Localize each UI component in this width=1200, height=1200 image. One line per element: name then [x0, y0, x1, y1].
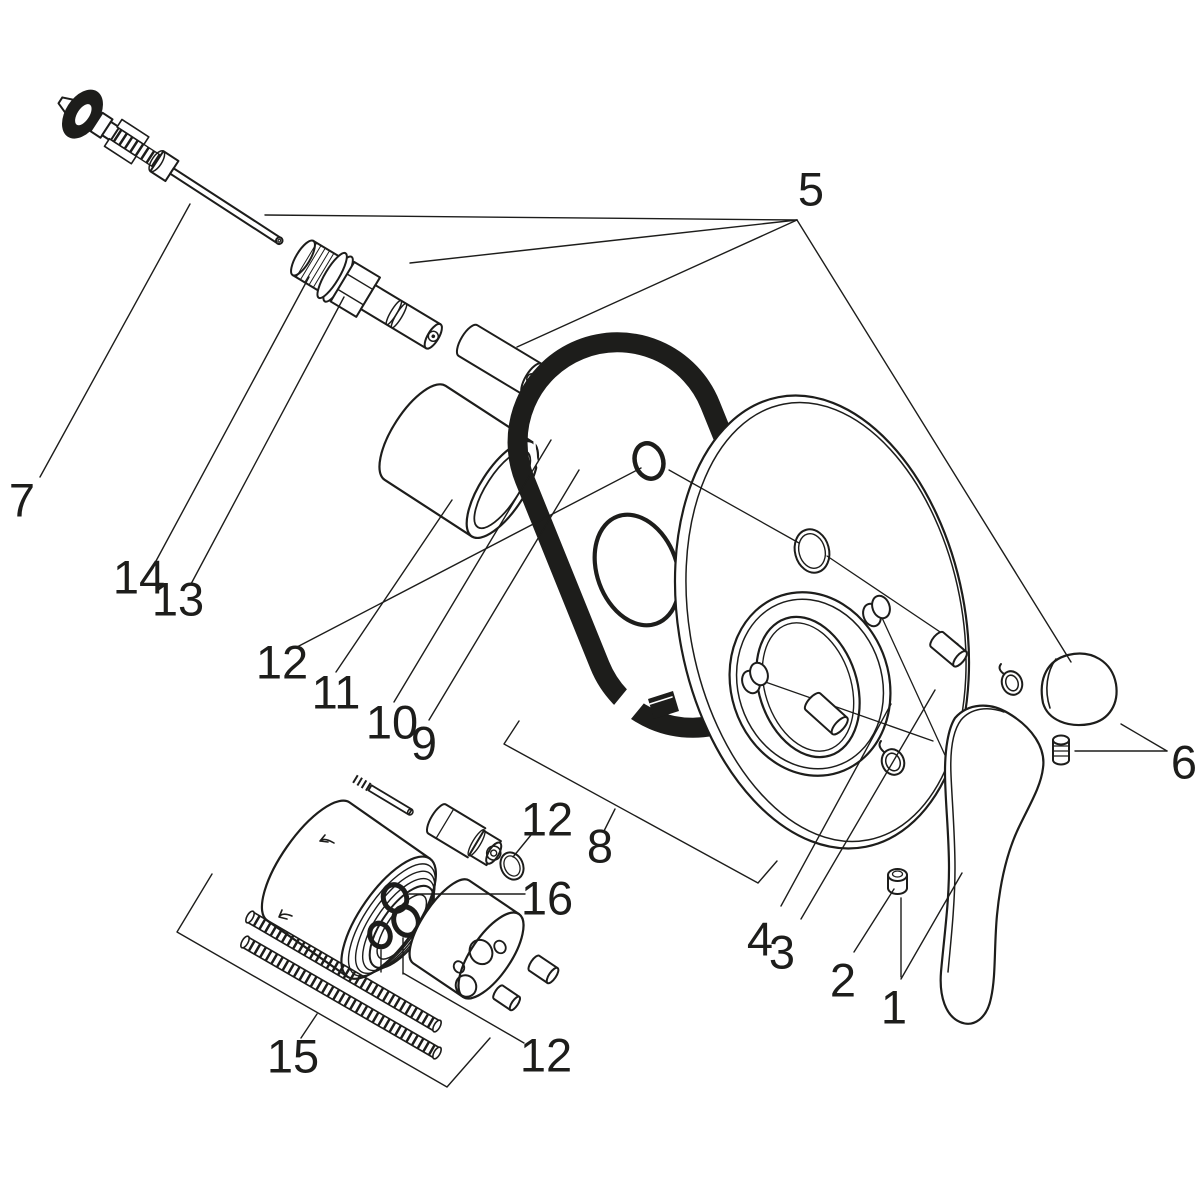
leader-line-3 [800, 689, 936, 920]
cartridge-adapter-drawing [426, 803, 503, 867]
sleeve-arrow-marks [278, 834, 335, 920]
o-ring-mid-drawing [499, 851, 525, 881]
part-label-11: 11 [312, 666, 361, 719]
o-ring-upper-drawing [632, 441, 666, 481]
oval-screw-lower-drawing [741, 661, 769, 695]
leader-line-12a [296, 467, 642, 648]
plug-drawing [887, 868, 908, 895]
leader-lines-5 [264, 214, 1072, 663]
part-label-3: 3 [769, 926, 795, 979]
part-label-6: 6 [1171, 736, 1197, 789]
leader-bracket-8 [503, 720, 778, 884]
trim-ring-drawing [728, 591, 892, 777]
function-block-drawing [408, 878, 525, 1000]
leader-line-14 [155, 276, 310, 562]
part-label-14: 14 [113, 551, 165, 604]
screw-plug-right-drawing [998, 663, 1024, 696]
leader-line-9 [428, 469, 580, 721]
leader-line-12b [512, 834, 532, 858]
leader-line-2 [853, 888, 895, 953]
pull-rod-drawing [57, 89, 284, 246]
plate-oval-hole-drawing [793, 528, 831, 574]
leader-line-13 [190, 296, 345, 585]
leader-line-7 [39, 203, 191, 478]
leader-bracket-15 [176, 873, 491, 1088]
spindle-drawing [290, 239, 443, 350]
leader-lines-6 [1074, 723, 1168, 752]
oval-screw-upper-drawing [862, 594, 891, 628]
part-label-13: 13 [152, 573, 204, 626]
part-label-2: 2 [830, 954, 856, 1007]
pin-center-drawing [803, 692, 849, 736]
pin-right-drawing [929, 630, 968, 668]
leader-line-11 [335, 499, 453, 673]
threaded-rods-drawing [240, 910, 442, 1060]
cup-sleeve-drawing [378, 383, 540, 540]
leader-line-4 [780, 703, 892, 907]
part-label-7: 7 [9, 474, 35, 527]
part-label-16: 16 [521, 872, 573, 925]
threaded-rod-small-drawing [352, 774, 414, 816]
oval-seal-ring-drawing [592, 512, 682, 628]
lever-handle-drawing [939, 704, 1045, 1025]
part-label-8: 8 [587, 820, 613, 873]
escutcheon-plate-drawing [673, 394, 971, 850]
set-screw-drawing [1052, 734, 1070, 766]
o-ring-set-drawing [367, 882, 421, 950]
leader-lines-1 [900, 872, 963, 980]
part-label-4: 4 [747, 913, 773, 966]
part-label-10: 10 [366, 696, 418, 749]
leader-lines-12c [380, 937, 525, 1044]
part-label-12-lower: 12 [520, 1029, 572, 1082]
pin-small-right-drawing [527, 954, 560, 985]
part-label-12-upper: 12 [256, 636, 308, 689]
part-label-15: 15 [267, 1030, 319, 1083]
part-label-1: 1 [881, 981, 907, 1034]
part-label-12-mid: 12 [521, 793, 573, 846]
part-label-5: 5 [798, 163, 824, 216]
pin-small-bottom-drawing [492, 984, 522, 1012]
leader-line-10 [393, 439, 552, 703]
dome-cap-drawing [1040, 652, 1118, 727]
leader-lines [39, 203, 1168, 1088]
part-label-9: 9 [411, 717, 437, 770]
